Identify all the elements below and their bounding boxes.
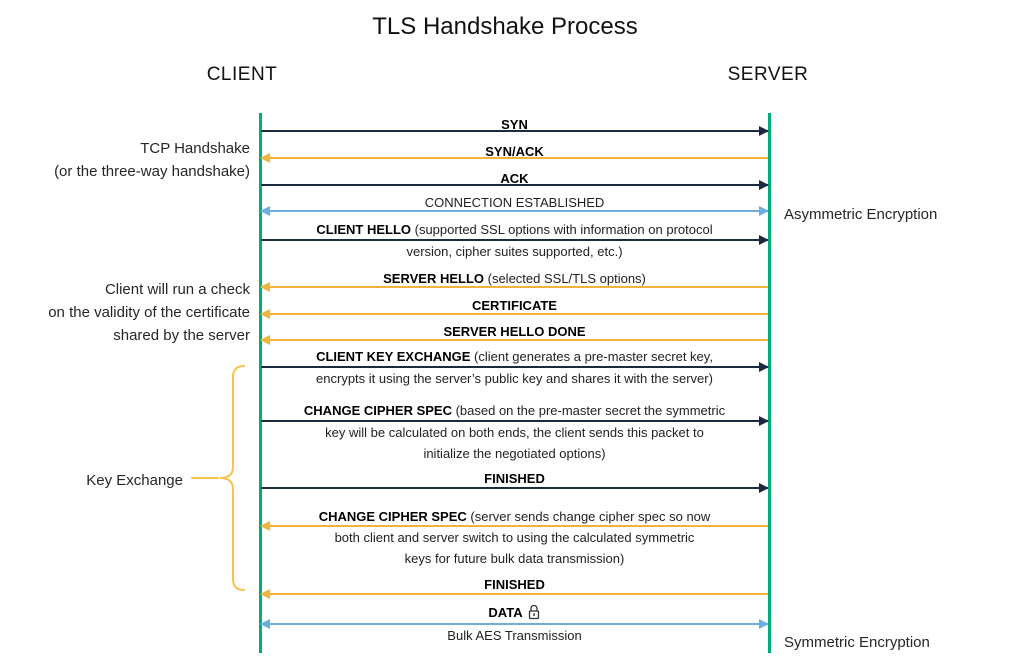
message-arrow-to-server: [261, 483, 769, 493]
message-arrow-bidirectional: [260, 619, 769, 629]
message-label-continued: both client and server switch to using t…: [334, 530, 695, 545]
message-label: CERTIFICATE: [472, 298, 557, 313]
lock-icon: [528, 604, 539, 620]
message-arrow-to-server: [261, 126, 769, 136]
message-label: SERVER HELLO (selected SSL/TLS options): [383, 271, 646, 286]
message-label-continued: encrypts it using the server’s public ke…: [316, 371, 713, 386]
message-label: SERVER HELLO DONE: [443, 324, 586, 339]
message-arrow-to-client: [260, 282, 768, 292]
page-title: TLS Handshake Process: [372, 13, 638, 40]
annotation-asymmetric-encryption: Asymmetric Encryption: [784, 206, 938, 223]
message-label-continued: Bulk AES Transmission: [447, 628, 582, 643]
server-label: SERVER: [727, 64, 809, 85]
annotation-certificate-check: Client will run a check on the validity …: [0, 278, 250, 347]
brace-curve: [219, 365, 245, 591]
server-lifeline: [768, 113, 771, 653]
message-arrow-to-client: [260, 153, 768, 163]
message-arrow-to-client: [260, 335, 768, 345]
annotation-line: shared by the server: [113, 327, 250, 344]
message-label: CHANGE CIPHER SPEC (based on the pre-mas…: [303, 403, 726, 418]
message-label: SYN/ACK: [485, 144, 544, 159]
message-arrow-bidirectional: [260, 206, 769, 216]
client-label: CLIENT: [206, 64, 278, 85]
message-arrow-to-client: [260, 309, 768, 319]
message-arrow-to-client: [260, 589, 768, 599]
message-label: SYN: [501, 117, 528, 132]
message-arrow-to-server: [261, 235, 769, 245]
message-label-continued: keys for future bulk data transmission): [404, 551, 625, 566]
message-arrow-to-server: [261, 180, 769, 190]
annotation-symmetric-encryption: Symmetric Encryption: [784, 634, 930, 651]
message-label: CLIENT KEY EXCHANGE (client generates a …: [316, 349, 713, 364]
message-label: FINISHED: [484, 577, 545, 592]
message-label-continued: key will be calculated on both ends, the…: [325, 425, 704, 440]
annotation-line: on the validity of the certificate: [48, 304, 250, 321]
message-label: CLIENT HELLO (supported SSL options with…: [316, 222, 713, 237]
key-exchange-brace: [191, 365, 245, 591]
message-arrow-to-server: [261, 416, 769, 426]
annotation-line: Client will run a check: [104, 281, 250, 298]
message-label: DATA: [261, 604, 768, 620]
message-label: ACK: [500, 171, 529, 186]
message-label: FINISHED: [484, 471, 545, 486]
annotation-key-exchange: Key Exchange: [86, 472, 183, 489]
annotation-line: TCP Handshake: [140, 140, 250, 157]
message-label: CHANGE CIPHER SPEC (server sends change …: [318, 509, 711, 524]
client-lifeline: [259, 113, 262, 653]
message-label-continued: initialize the negotiated options): [423, 446, 606, 461]
message-arrow-to-server: [261, 362, 769, 372]
annotation-tcp-handshake: TCP Handshake (or the three-way handshak…: [0, 137, 250, 183]
message-label-continued: version, cipher suites supported, etc.): [406, 244, 623, 259]
message-arrow-to-client: [260, 521, 768, 531]
message-label: CONNECTION ESTABLISHED: [424, 195, 605, 210]
annotation-line: (or the three-way handshake): [54, 163, 250, 180]
